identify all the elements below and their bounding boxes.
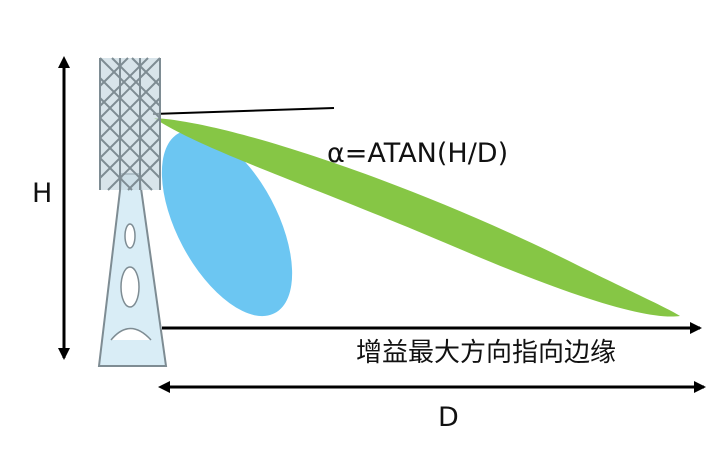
formula-label: α=ATAN(H/D) — [327, 138, 509, 169]
height-label: H — [32, 178, 53, 209]
main-beam — [154, 118, 680, 317]
distance-label: D — [438, 402, 459, 433]
secondary-beam — [161, 129, 293, 317]
direction-label: 增益最大方向指向边缘 — [356, 338, 617, 368]
antenna-tower-icon — [97, 57, 168, 367]
angle-leader-line — [152, 107, 335, 115]
